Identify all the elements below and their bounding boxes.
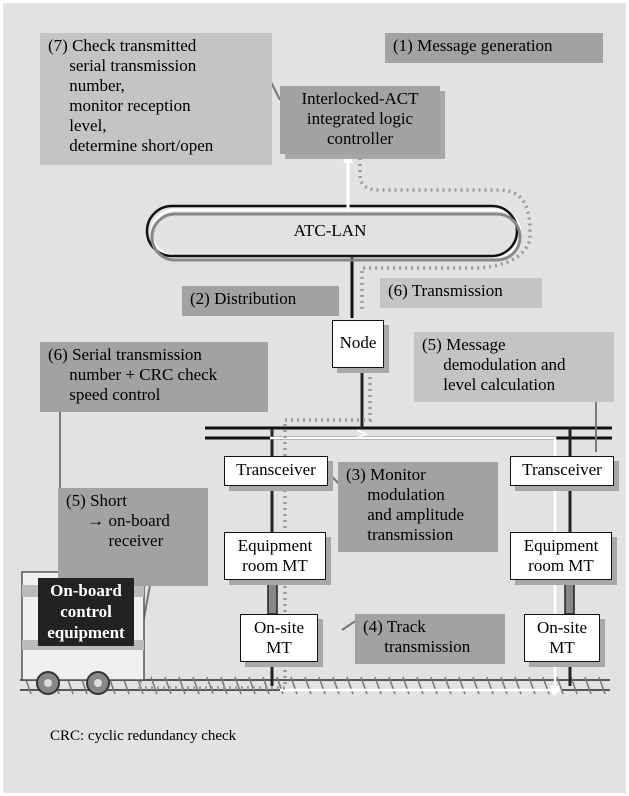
atc-lan-label: ATC-LAN: [293, 221, 367, 240]
step1-callout: (1) Message generation: [385, 33, 603, 63]
footnote: CRC: cyclic redundancy check: [50, 728, 237, 744]
step6-transmission-callout: (6) Transmission: [380, 278, 542, 308]
step5-short-callout: (5) Short → on-board receiver: [58, 488, 208, 586]
controller-box: Interlocked-ACT integrated logic control…: [280, 86, 440, 154]
equipment-room-mt-right: Equipment room MT: [510, 532, 612, 580]
onsite-mt-right: On-site MT: [524, 614, 600, 662]
onsite-mt-left: On-site MT: [240, 614, 318, 662]
step4-callout: (4) Track transmission: [355, 614, 505, 664]
step7-callout: (7) Check transmitted serial transmissio…: [40, 33, 272, 165]
step3-callout: (3) Monitor modulation and amplitude tra…: [338, 462, 498, 552]
train-wheels: [36, 671, 110, 695]
step5-demod-callout: (5) Message demodulation and level calcu…: [414, 332, 614, 402]
transceiver-left: Transceiver: [224, 456, 328, 486]
transceiver-right: Transceiver: [510, 456, 614, 486]
connector-left: [267, 577, 278, 615]
equipment-room-mt-left: Equipment room MT: [224, 532, 326, 580]
onboard-control-equipment: On-board control equipment: [38, 578, 134, 646]
step6-serial-callout: (6) Serial transmission number + CRC che…: [40, 342, 268, 412]
node-box: Node: [332, 320, 384, 368]
step2-callout: (2) Distribution: [182, 286, 339, 316]
connector-right: [564, 577, 575, 615]
